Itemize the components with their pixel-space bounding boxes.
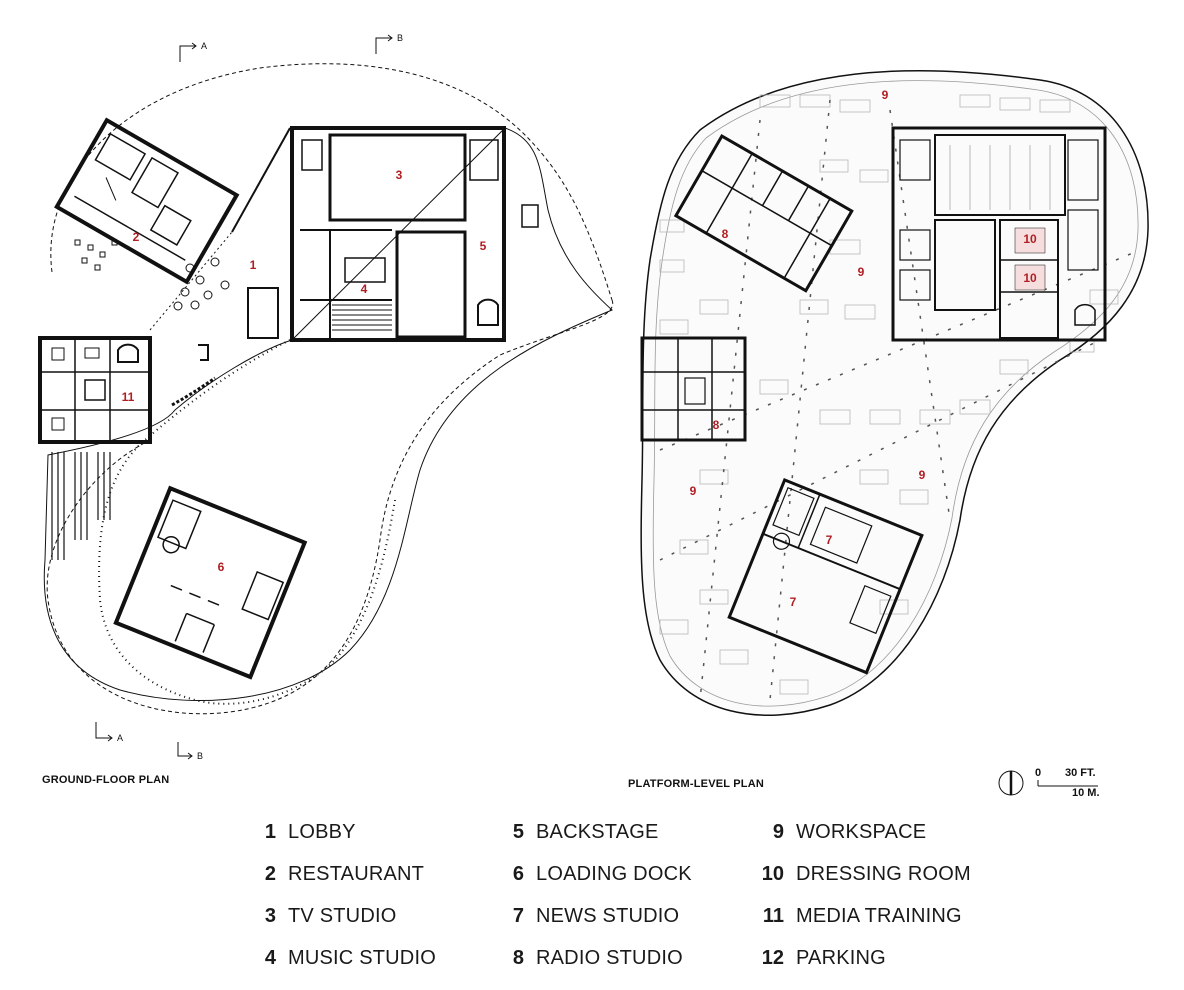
legend-label: RESTAURANT: [288, 862, 425, 885]
radio-studio-lower: [640, 336, 747, 442]
legend-label: NEWS STUDIO: [536, 904, 680, 927]
room-label-news-studio-upper: 7: [826, 533, 833, 547]
legend-number: 10: [761, 862, 784, 885]
legend-number: 3: [264, 904, 276, 927]
room-label-workspace-right: 9: [919, 468, 926, 482]
lobby-bench-arc: [171, 376, 216, 407]
platform-outline: [640, 69, 1149, 716]
legend-item: 8 RADIO STUDIO: [488, 944, 683, 972]
legend-item: 3 TV STUDIO: [240, 902, 396, 930]
parking-stalls: [51, 452, 111, 560]
legend-number: 6: [512, 862, 524, 885]
room-label-dressing-room-2: 10: [1023, 271, 1037, 285]
news-studio-block: [727, 478, 924, 675]
room-label-radio-studio-upper: 8: [722, 227, 729, 241]
loading-dock-block: [113, 485, 308, 680]
music-studio-seating: [332, 299, 392, 331]
room-label-music-studio: 4: [361, 282, 368, 296]
legend-label: MEDIA TRAINING: [796, 904, 962, 927]
studio-block: [290, 126, 506, 342]
legend-label: WORKSPACE: [796, 820, 927, 843]
curtain-wall-dotted: [98, 339, 396, 705]
section-marker-b-bottom: [177, 742, 193, 760]
legend-item: 12 PARKING: [748, 944, 886, 972]
structural-grid: [659, 99, 1141, 701]
legend-label: LOADING DOCK: [536, 862, 692, 885]
legend-number: 5: [512, 820, 524, 843]
legend-item: 1 LOBBY: [240, 818, 356, 846]
legend-item: 10 DRESSING ROOM: [748, 860, 971, 888]
section-label-b-top: B: [397, 33, 403, 43]
legend-number: 9: [772, 820, 784, 843]
room-label-workspace-left: 9: [690, 484, 697, 498]
legend-item: 7 NEWS STUDIO: [488, 902, 679, 930]
legend-item: 4 MUSIC STUDIO: [240, 944, 436, 972]
scale-feet: 30 FT.: [1065, 767, 1096, 779]
room-label-tv-studio: 3: [396, 168, 403, 182]
legend-label: PARKING: [796, 946, 886, 969]
legend-item: 11 MEDIA TRAINING: [748, 902, 962, 930]
scale-zero: 0: [1035, 767, 1041, 779]
media-training-block: [38, 336, 152, 444]
legend-number: 7: [512, 904, 524, 927]
section-label-a-bottom: A: [117, 733, 123, 743]
legend-number: 4: [264, 946, 276, 969]
room-label-loading-dock: 6: [218, 560, 225, 574]
section-label-b-bottom: B: [197, 751, 203, 761]
radio-studio-upper: [673, 133, 854, 293]
platform-level-plan: [640, 69, 1149, 716]
legend-label: MUSIC STUDIO: [288, 946, 436, 969]
legend-label: TV STUDIO: [288, 904, 397, 927]
workspace-furniture: [659, 94, 1119, 695]
room-label-media-training: 11: [122, 390, 135, 404]
legend-number: 11: [762, 904, 784, 927]
restaurant-block: [54, 117, 240, 285]
legend-item: 2 RESTAURANT: [240, 860, 424, 888]
north-arrow: [998, 770, 1024, 796]
mechanical-box: [521, 204, 539, 228]
scale-bar: [1037, 780, 1098, 787]
ground-floor-plan: [38, 34, 614, 760]
legend-label: BACKSTAGE: [536, 820, 659, 843]
platform-level-caption: PLATFORM-LEVEL PLAN: [628, 778, 764, 790]
room-label-workspace-top: 9: [882, 88, 889, 102]
section-label-a-top: A: [201, 41, 207, 51]
lobby-reception: [247, 287, 279, 339]
legend-label: RADIO STUDIO: [536, 946, 683, 969]
site-boundary-dashed: [50, 63, 613, 301]
legend-label: DRESSING ROOM: [796, 862, 971, 885]
legend-label: LOBBY: [288, 820, 356, 843]
room-label-restaurant: 2: [133, 230, 140, 244]
room-label-radio-studio-lower: 8: [713, 418, 720, 432]
room-label-dressing-room-1: 10: [1023, 232, 1037, 246]
restaurant-tables: [74, 239, 230, 311]
section-marker-b-top: [375, 34, 393, 54]
room-label-backstage: 5: [480, 239, 487, 253]
legend-number: 12: [761, 946, 784, 969]
legend-number: 2: [264, 862, 276, 885]
section-marker-a-top: [179, 42, 197, 62]
room-label-lobby: 1: [250, 258, 257, 272]
lobby-stair: [198, 344, 209, 361]
lobby-wall-2: [149, 231, 233, 331]
legend-item: 6 LOADING DOCK: [488, 860, 692, 888]
section-marker-a-bottom: [95, 722, 113, 742]
platform-outline-inner: [652, 80, 1139, 707]
legend-number: 1: [264, 820, 276, 843]
scale-meters: 10 M.: [1072, 787, 1100, 799]
platform-studio-block: [891, 126, 1107, 342]
legend-number: 8: [512, 946, 524, 969]
room-legend: 1 LOBBY 2 RESTAURANT 3 TV STUDIO 4 MUSIC STU…: [240, 818, 1000, 983]
building-outline: [43, 127, 613, 702]
ground-floor-caption: GROUND-FLOOR PLAN: [42, 774, 170, 786]
room-label-news-studio-lower: 7: [790, 595, 797, 609]
room-label-workspace-mid: 9: [858, 265, 865, 279]
lobby-wall: [231, 127, 291, 233]
legend-item: 5 BACKSTAGE: [488, 818, 659, 846]
legend-item: 9 WORKSPACE: [748, 818, 926, 846]
